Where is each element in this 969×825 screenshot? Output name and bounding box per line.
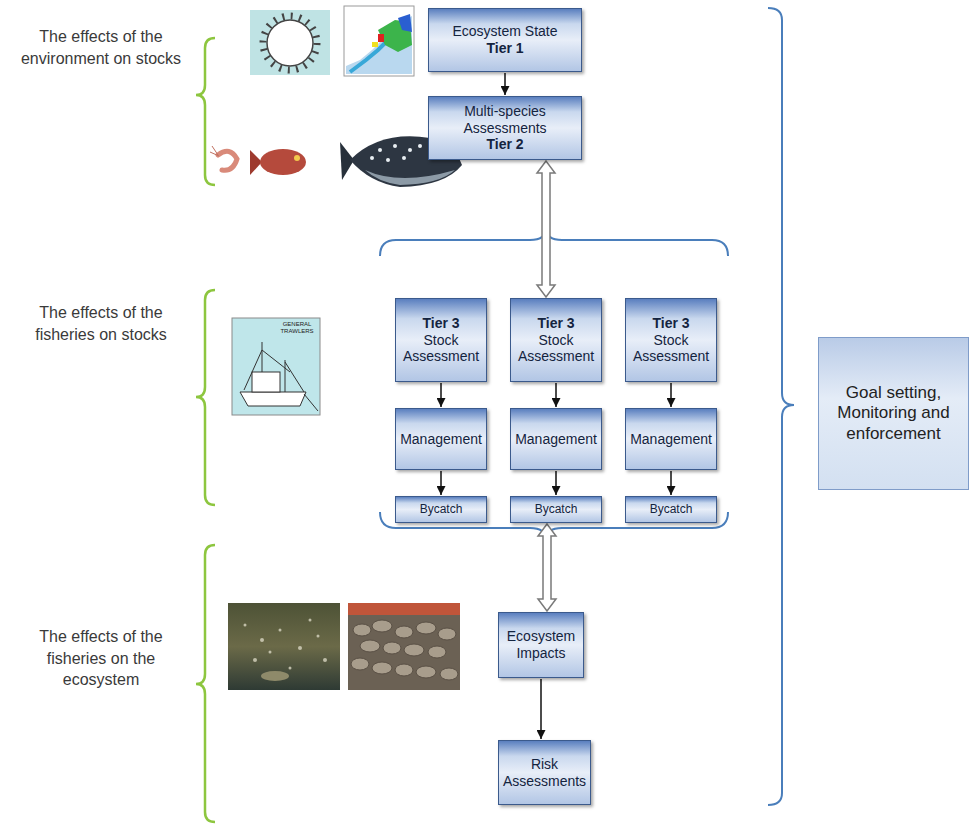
fish-spots <box>370 144 434 162</box>
tier-label: Tier 3 <box>652 315 689 332</box>
section-label: The effects of the fisheries on stocks <box>10 302 192 345</box>
diatom-cell <box>267 20 313 66</box>
box-label: Stock Assessment <box>515 332 597 366</box>
boat-cabin <box>252 372 280 392</box>
tier-box: Multi-species AssessmentsTier 2 <box>428 96 582 160</box>
double-arrow <box>537 161 555 297</box>
box-label: Ecosystem Impacts <box>503 628 579 662</box>
tier-label: Tier 3 <box>422 315 459 332</box>
bracket <box>768 8 794 805</box>
tier-label: Tier 2 <box>486 136 523 153</box>
map-zone <box>378 34 384 42</box>
arrow-connector <box>504 73 506 95</box>
seafloor-photo <box>228 603 340 690</box>
map-picture <box>344 6 414 76</box>
process-box: Management <box>625 408 717 470</box>
box-label: Goal setting, Monitoring and enforcement <box>823 383 964 444</box>
tier-box: Tier 3Stock Assessment <box>395 298 487 382</box>
photo-ground <box>348 603 460 690</box>
bracket <box>196 545 215 822</box>
process-box: Management <box>510 408 602 470</box>
map-zone <box>398 14 412 32</box>
box-label: Ecosystem State <box>452 23 557 40</box>
process-box: Ecosystem Impacts <box>498 612 584 678</box>
process-box: Bycatch <box>510 496 602 523</box>
box-label: Multi-species Assessments <box>433 103 577 137</box>
trawler-picture <box>232 318 320 415</box>
box-label: Bycatch <box>535 502 578 516</box>
arrow-connector <box>440 383 442 407</box>
map-shelf <box>350 42 386 72</box>
arrow-connector <box>440 471 442 495</box>
process-box: Bycatch <box>625 496 717 523</box>
arrow-connector <box>555 471 557 495</box>
picture-ground <box>250 10 330 75</box>
arrow-connector <box>670 471 672 495</box>
process-box: Management <box>395 408 487 470</box>
photo-specks <box>244 619 328 670</box>
box-label: Risk Assessments <box>503 756 586 790</box>
bracket <box>196 290 215 505</box>
process-box: Risk Assessments <box>498 740 591 805</box>
tier-box: Tier 3Stock Assessment <box>625 298 717 382</box>
picture-ground <box>232 318 320 415</box>
box-label: Stock Assessment <box>630 332 712 366</box>
box-label: Bycatch <box>420 502 463 516</box>
tier-label: Tier 3 <box>537 315 574 332</box>
box-label: Stock Assessment <box>400 332 482 366</box>
section-label: The effects of the fisheries on the ecos… <box>10 626 192 691</box>
shrimp-picture <box>210 146 237 170</box>
fish-eye <box>294 155 300 161</box>
process-box: Bycatch <box>395 496 487 523</box>
photo-ground <box>228 603 340 690</box>
shrimp-antennae <box>210 146 219 156</box>
catch-photo <box>348 603 460 690</box>
fish-belly <box>365 170 455 185</box>
diatom-picture <box>250 10 330 75</box>
photo-fish <box>261 671 289 681</box>
image-caption: GENERAL TRAWLERS <box>276 321 318 334</box>
arrow-connector <box>540 679 542 739</box>
tier-box: Ecosystem StateTier 1 <box>428 8 582 72</box>
catch-pile <box>351 620 458 680</box>
tier-box: Tier 3Stock Assessment <box>510 298 602 382</box>
boat-hull <box>240 392 306 406</box>
bracket <box>380 228 728 256</box>
green-brackets <box>196 38 215 822</box>
section-label: The effects of the environment on stocks <box>10 26 192 69</box>
map-zone <box>372 42 378 47</box>
arrow-connector <box>670 383 672 407</box>
map-frame <box>344 6 414 76</box>
diatom-spines <box>263 16 317 70</box>
box-label: Management <box>515 431 597 448</box>
shrimp-body <box>218 151 237 170</box>
double-arrow <box>538 524 556 611</box>
trawl-warp <box>304 394 318 411</box>
goal-box: Goal setting, Monitoring and enforcement <box>818 337 969 490</box>
arrow-connector <box>555 383 557 407</box>
box-label: Management <box>400 431 482 448</box>
box-label: Bycatch <box>650 502 693 516</box>
fish-body <box>260 149 306 175</box>
tier-label: Tier 1 <box>486 40 523 57</box>
photo-band <box>348 603 460 615</box>
box-label: Management <box>630 431 712 448</box>
bracket <box>196 38 215 185</box>
redfish-picture <box>250 149 306 175</box>
boat-rigging <box>244 342 304 392</box>
